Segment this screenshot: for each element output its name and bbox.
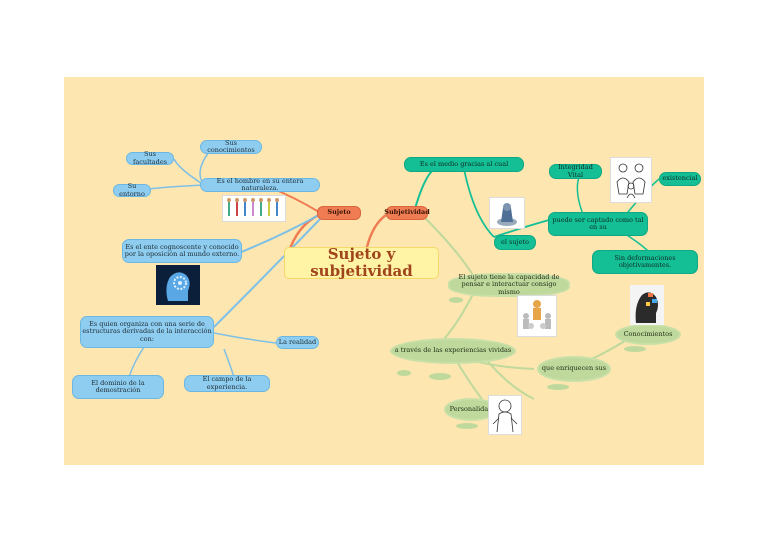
node-experiencia: El campo de la experiencia. bbox=[184, 375, 270, 392]
node-personalidad: Personalidad bbox=[446, 400, 496, 419]
node-existencial: existencial bbox=[659, 172, 701, 186]
profile-head-icon bbox=[630, 285, 664, 325]
branch-subjetividad: Subjetividad bbox=[384, 206, 430, 220]
node-conocimientos: Sus conocimientos bbox=[200, 139, 262, 154]
puzzle-people-icon bbox=[517, 295, 557, 337]
knight-icon bbox=[489, 197, 525, 229]
node-elsujeto: el sujeto bbox=[494, 235, 536, 250]
people-icon bbox=[222, 195, 286, 222]
node-ente: Es el ente cognoscente y conocido por la… bbox=[122, 239, 242, 263]
node-enriquecen: que enriquecen sus bbox=[539, 358, 609, 380]
node-conocimientos-right: Conocimientos bbox=[617, 326, 679, 343]
mind-map-canvas: Sujeto y subjetividad Sujeto Subjetivida… bbox=[64, 77, 704, 465]
gear-head-icon bbox=[156, 265, 200, 305]
node-medio: Es el medio gracias al cual bbox=[404, 157, 524, 172]
cloud-puff bbox=[449, 297, 463, 303]
cloud-puff bbox=[429, 373, 451, 380]
node-deformaciones: Sin deformaciones objetivamentes. bbox=[592, 250, 698, 274]
node-realidad: La realidad bbox=[276, 336, 319, 349]
node-dominio: El dominio de la demostración bbox=[72, 375, 164, 399]
node-hombre: Es el hombre en su entera naturaleza. bbox=[200, 177, 320, 192]
cloud-puff bbox=[547, 384, 569, 390]
cloud-puff bbox=[456, 423, 478, 429]
node-integridad: Integridad Vital bbox=[549, 163, 602, 179]
family-sketch-icon bbox=[610, 157, 652, 203]
cloud-puff bbox=[624, 346, 646, 352]
node-facultades: Sus facultades bbox=[126, 150, 174, 165]
branch-sujeto: Sujeto bbox=[317, 206, 361, 220]
character-sketch-icon bbox=[488, 395, 522, 435]
node-entorno: Su entorno bbox=[113, 182, 151, 197]
node-experiencias: a través de las experiencias vividas bbox=[392, 340, 514, 362]
node-captado: puede ser captado como tal en su bbox=[548, 212, 648, 236]
node-capacidad: El sujeto tiene la capacidad de pensar e… bbox=[450, 273, 568, 295]
node-organiza: Es quien organiza con una serie de estru… bbox=[80, 316, 214, 348]
cloud-puff bbox=[397, 370, 411, 376]
central-title: Sujeto y subjetividad bbox=[284, 245, 439, 280]
